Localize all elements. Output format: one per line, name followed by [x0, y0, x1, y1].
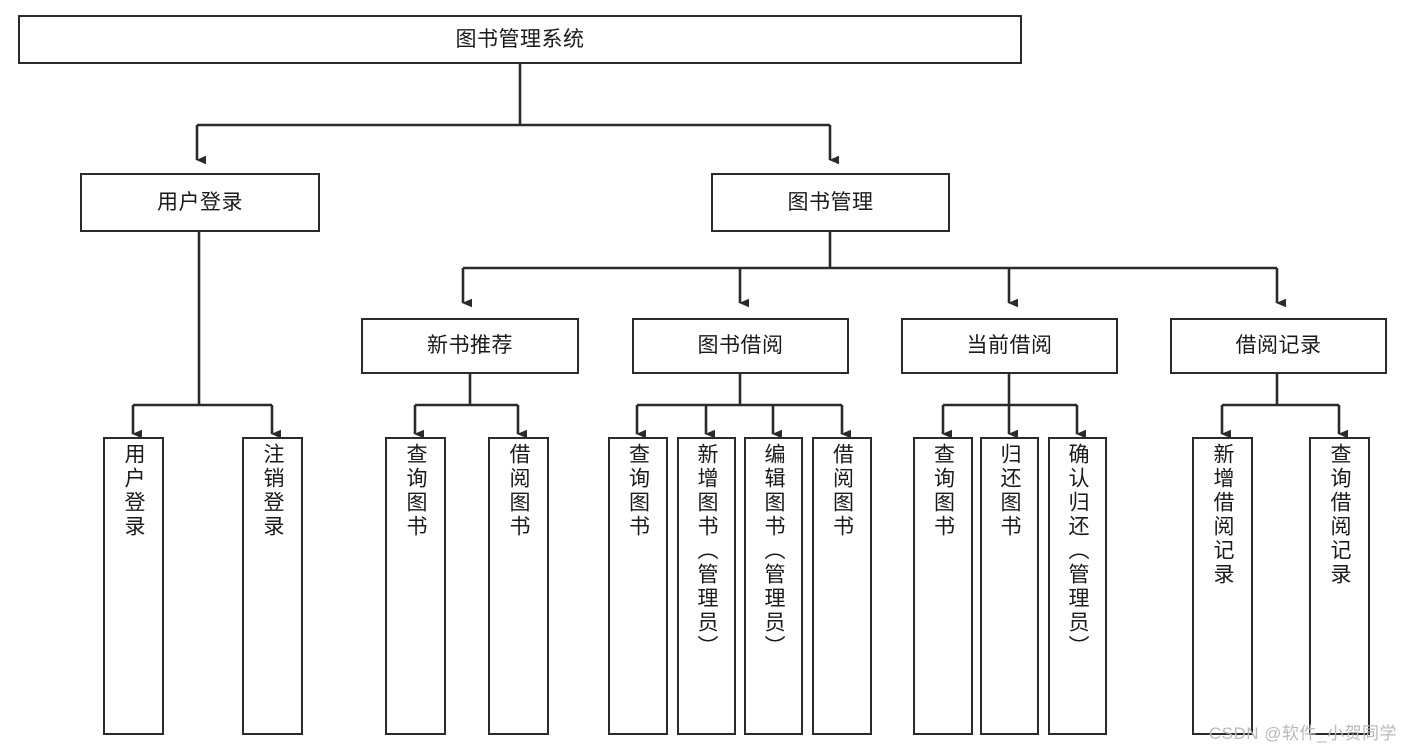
leaf-book-borrow-query-book[interactable]: 查询图书 [608, 437, 668, 735]
node-book-management[interactable]: 图书管理 [711, 173, 950, 232]
connector-group-user-login [131, 232, 281, 439]
leaf-current-borrow-return-book[interactable]: 归还图书 [980, 437, 1039, 735]
node-user-login[interactable]: 用户登录 [80, 173, 320, 232]
node-label: 确认归还（管理员） [1066, 443, 1089, 659]
node-label: 新增图书（管理员） [695, 443, 718, 659]
node-label: 查询图书 [626, 443, 650, 539]
connector-group-current-borrow [941, 374, 1086, 439]
node-label: 借阅记录 [1235, 334, 1322, 358]
leaf-new-book-borrow-book[interactable]: 借阅图书 [488, 437, 549, 735]
leaf-book-borrow-edit-book-admin[interactable]: 编辑图书（管理员） [744, 437, 803, 735]
connector-group-book-borrow [635, 374, 851, 439]
node-label: 归还图书 [998, 443, 1021, 539]
leaf-user-login-logout[interactable]: 注销登录 [242, 437, 303, 735]
node-label: 借阅图书 [830, 443, 854, 539]
leaf-borrow-record-query-record[interactable]: 查询借阅记录 [1309, 437, 1370, 735]
connector-group-new-book [413, 374, 527, 439]
node-label: 查询借阅记录 [1328, 443, 1351, 587]
leaf-borrow-record-add-record[interactable]: 新增借阅记录 [1192, 437, 1253, 735]
node-label: 用户登录 [157, 190, 243, 214]
node-label: 借阅图书 [507, 443, 530, 539]
node-label: 注销登录 [261, 443, 284, 539]
connector-group-root [195, 64, 839, 165]
leaf-current-borrow-query-book[interactable]: 查询图书 [913, 437, 973, 735]
node-new-book-recommend[interactable]: 新书推荐 [361, 318, 579, 374]
watermark-text: CSDN @软件_小贺同学 [1208, 724, 1397, 743]
node-label: 图书管理 [787, 190, 874, 214]
connector-group-borrow-record [1220, 374, 1348, 439]
leaf-current-borrow-confirm-return-admin[interactable]: 确认归还（管理员） [1048, 437, 1107, 735]
node-label: 新书推荐 [427, 334, 513, 358]
node-label: 查询图书 [931, 443, 955, 539]
node-label: 用户登录 [122, 443, 145, 539]
node-root-book-management-system[interactable]: 图书管理系统 [18, 15, 1022, 64]
leaf-book-borrow-borrow-book[interactable]: 借阅图书 [812, 437, 872, 735]
leaf-new-book-query-book[interactable]: 查询图书 [385, 437, 446, 735]
leaf-user-login-login[interactable]: 用户登录 [103, 437, 164, 735]
leaf-book-borrow-add-book-admin[interactable]: 新增图书（管理员） [677, 437, 736, 735]
node-current-borrow[interactable]: 当前借阅 [901, 318, 1118, 374]
connector-group-book-manage [461, 232, 1286, 308]
node-label: 新增借阅记录 [1211, 443, 1234, 587]
node-label: 当前借阅 [966, 334, 1053, 358]
node-borrow-record[interactable]: 借阅记录 [1170, 318, 1387, 374]
node-label: 编辑图书（管理员） [762, 443, 785, 659]
node-book-borrow[interactable]: 图书借阅 [632, 318, 849, 374]
node-label: 图书借阅 [697, 334, 784, 358]
node-label: 图书管理系统 [455, 27, 585, 51]
node-label: 查询图书 [404, 443, 427, 539]
